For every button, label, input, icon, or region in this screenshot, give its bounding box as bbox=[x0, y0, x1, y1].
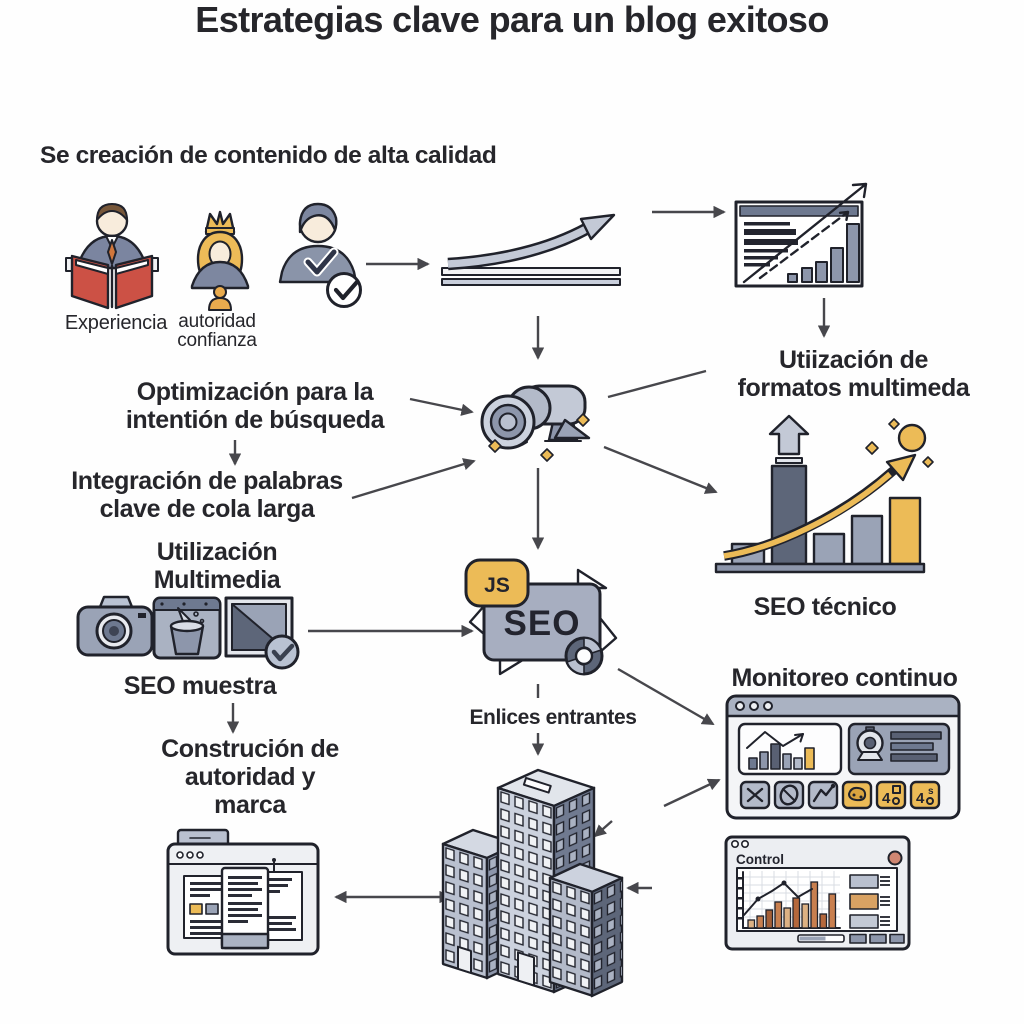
node-integracion: Integración de palabras clave de cola la… bbox=[71, 467, 343, 523]
image-checkmark-icon bbox=[224, 596, 300, 670]
arrow-optimizacion-to-cannon bbox=[409, 397, 474, 416]
arrow-cannon-to-seo-tecnico bbox=[603, 445, 718, 494]
paint-bucket-window-icon bbox=[152, 596, 222, 660]
cannon-icon bbox=[480, 384, 591, 462]
arrow-seo-badge-to-dashboard bbox=[617, 667, 715, 726]
node-formatos: Utiización de formatos multimeda bbox=[737, 346, 970, 402]
node-enlaces: Enlices entrantes bbox=[469, 706, 637, 729]
line-cannon-to-formatos bbox=[607, 369, 707, 399]
seo-badge-label: SEO bbox=[504, 604, 581, 643]
node-multimedia: Utilización Multimedia bbox=[153, 538, 281, 594]
dashboard-button-4-label: 4 bbox=[882, 790, 891, 807]
control-chart-window-icon: Control bbox=[724, 835, 911, 951]
section-heading-contenido: Se creación de contenido de alta calidad bbox=[40, 142, 497, 169]
arrow-top-into-buildings bbox=[593, 820, 613, 838]
analytics-dashboard-window-icon: 4 4 s bbox=[725, 694, 961, 820]
js-badge-label: JS bbox=[484, 574, 510, 597]
seo-sticker-js-gear-icon: SEO JS bbox=[464, 558, 618, 676]
queen-crown-icon bbox=[190, 210, 250, 311]
page-title: Estrategias clave para un blog exitoso bbox=[195, 0, 829, 40]
dashboard-button-4s-sup: s bbox=[928, 786, 934, 797]
report-growth-chart-icon bbox=[734, 182, 868, 288]
arrow-buildings-to-dashboard bbox=[663, 778, 721, 808]
label-experiencia: Experiencia bbox=[64, 312, 168, 334]
rising-curve-track-icon bbox=[441, 213, 621, 286]
person-reading-book-icon bbox=[65, 203, 159, 310]
arrow-integracion-to-cannon bbox=[351, 458, 476, 500]
person-checkmark-icon bbox=[278, 202, 362, 308]
node-monitoreo: Monitoreo continuo bbox=[731, 664, 958, 692]
node-optimizacion: Optimización para la intentión de búsque… bbox=[125, 378, 385, 434]
node-seo-tecnico: SEO técnico bbox=[753, 593, 897, 621]
control-window-title: Control bbox=[736, 852, 784, 867]
dashboard-button-4s-label: 4 bbox=[916, 790, 925, 807]
browser-documents-window-icon bbox=[166, 828, 320, 956]
camera-icon bbox=[76, 595, 154, 657]
label-autoridad-confianza: autoridad confianza bbox=[177, 311, 257, 351]
bar-chart-gold-arrow-icon bbox=[714, 414, 934, 574]
node-construccion: Construción de autoridad y marca bbox=[161, 735, 339, 819]
office-buildings-icon bbox=[441, 768, 624, 998]
node-seo-muestra: SEO muestra bbox=[123, 672, 277, 700]
